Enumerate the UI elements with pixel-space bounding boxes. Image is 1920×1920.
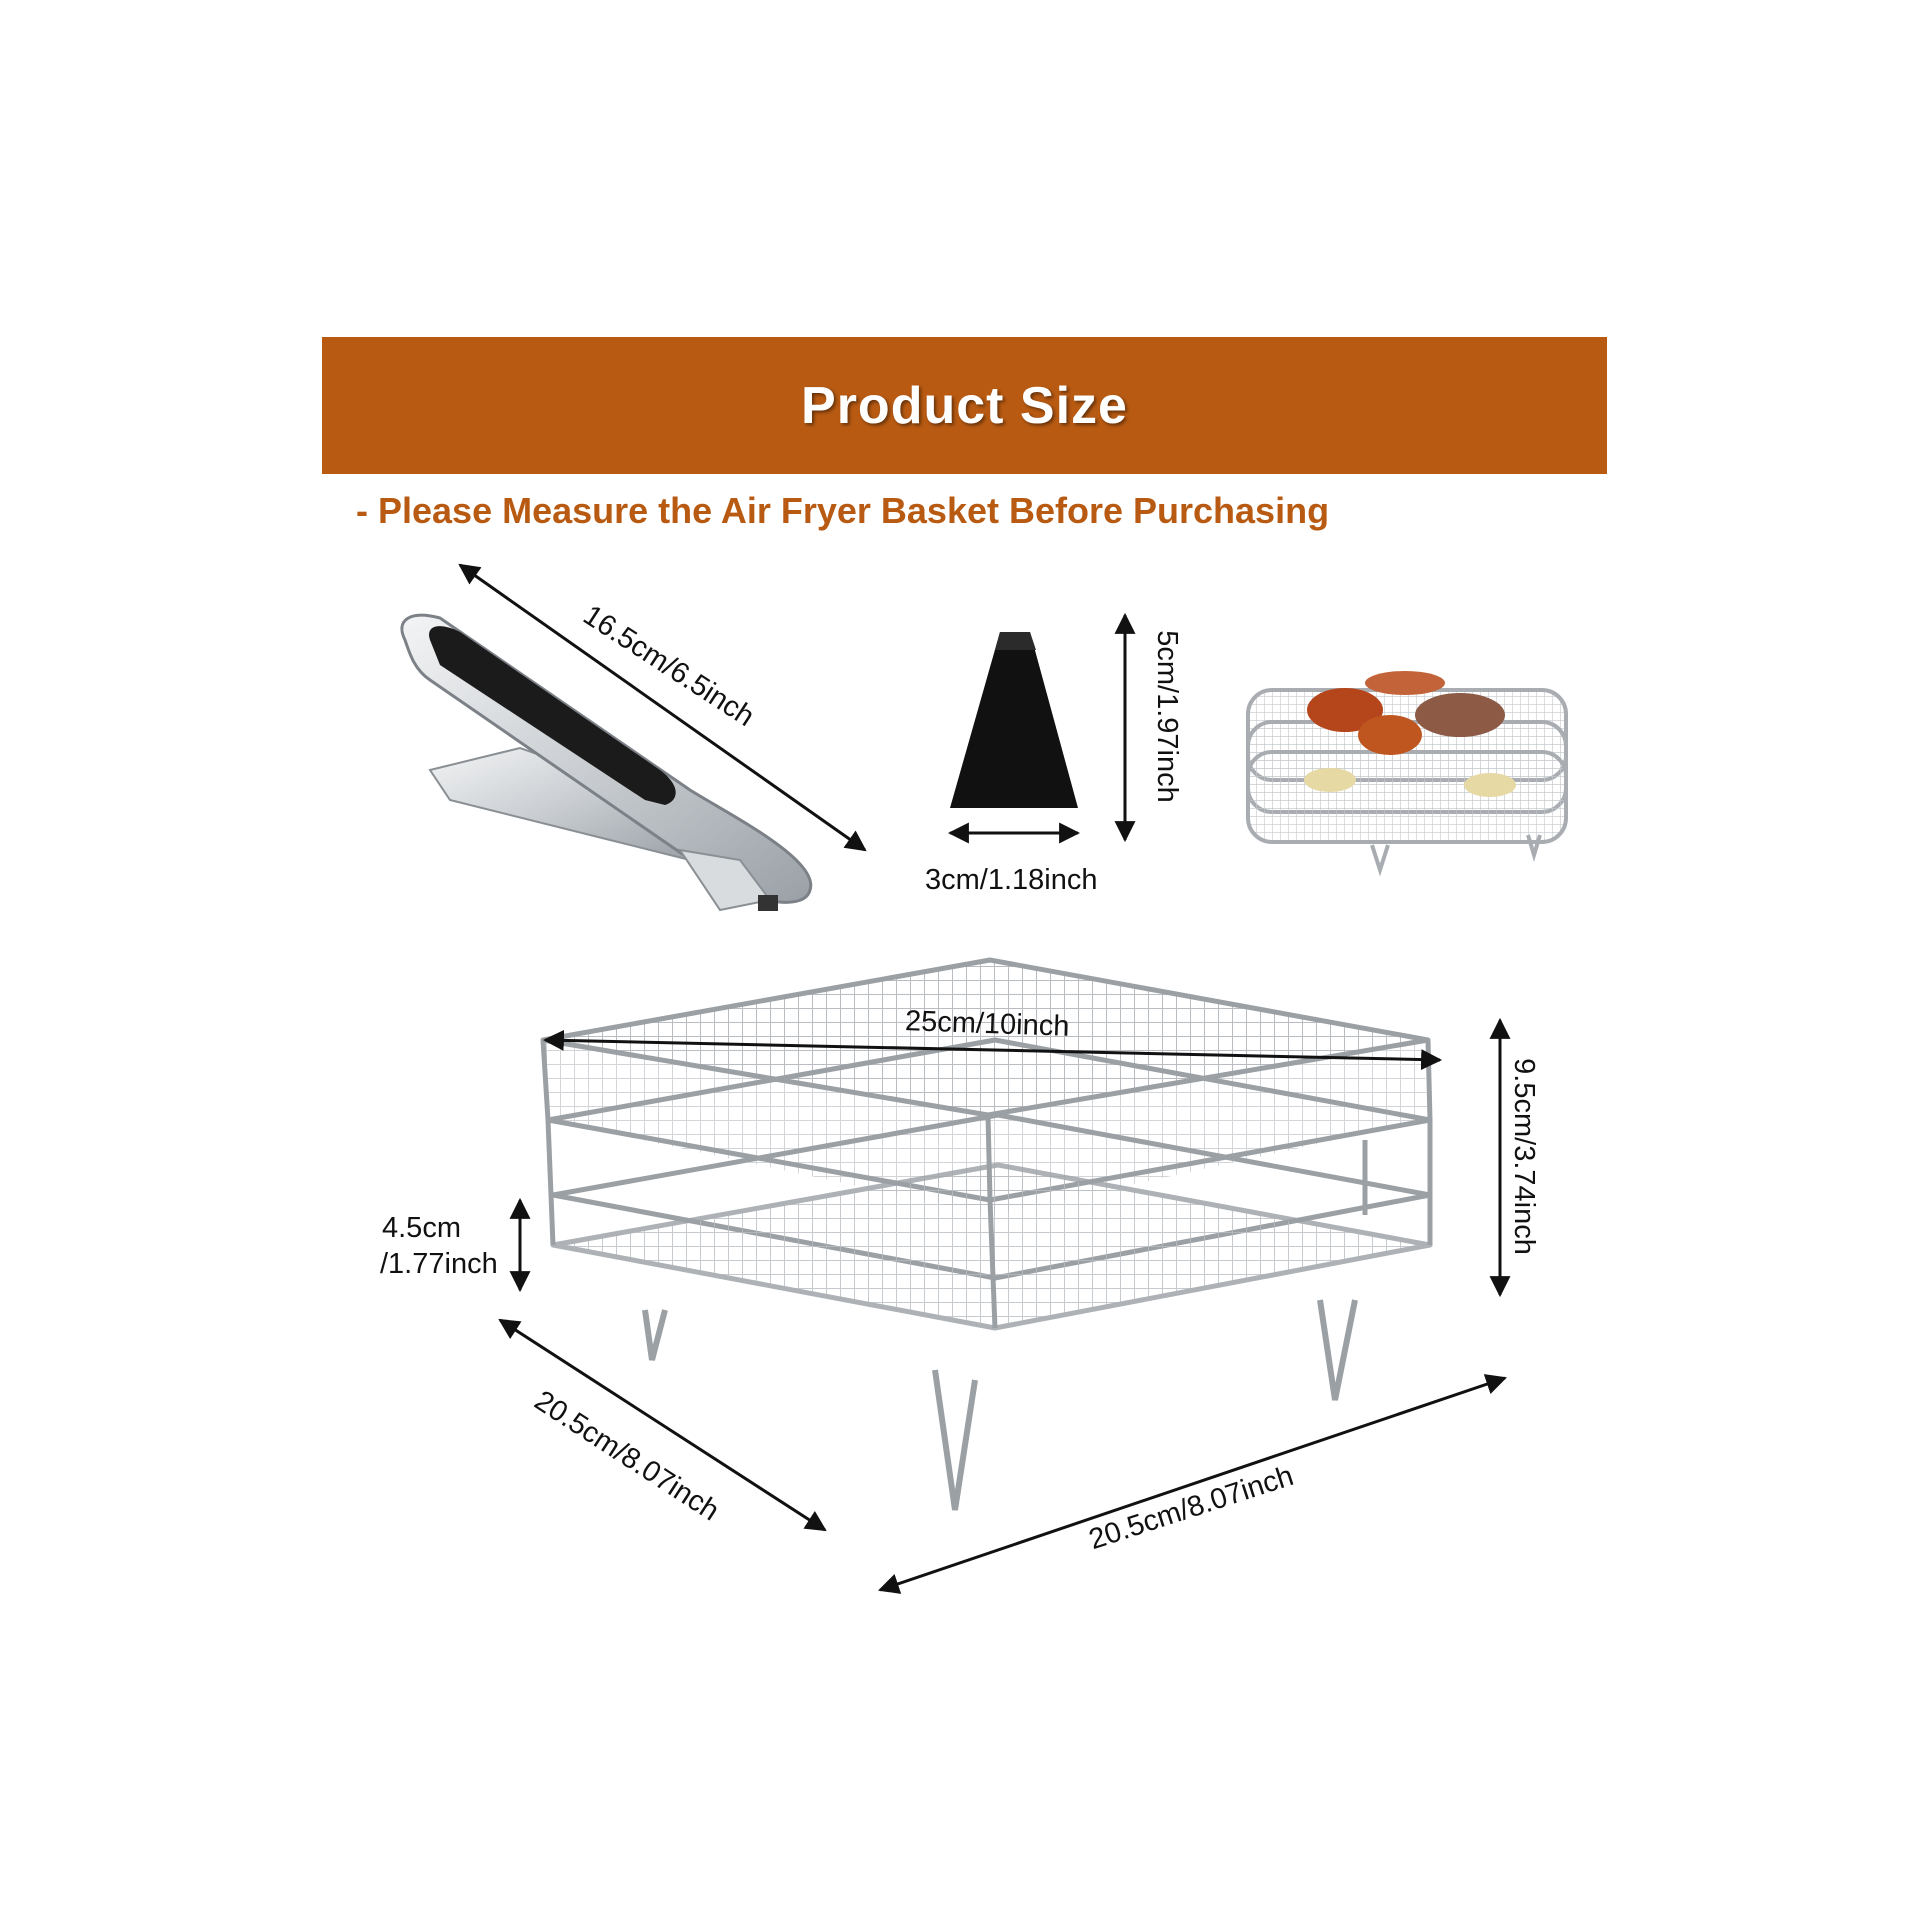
rack-diagonal-arrow [542, 1029, 1443, 1071]
subtitle: - Please Measure the Air Fryer Basket Be… [356, 490, 1330, 531]
title-banner: Product Size [322, 337, 1607, 474]
foot-width-label: 3cm/1.18inch [925, 864, 1098, 896]
rack-width-arrow [878, 1374, 1507, 1594]
foot-height-label: 5cm/1.97inch [1150, 630, 1183, 803]
rack-diagonal-label: 25cm/10inch [904, 1005, 1070, 1043]
layer-gap-label-line1: 4.5cm [382, 1212, 461, 1244]
handle-length-arrow [458, 563, 867, 852]
rack-depth-arrow [498, 1318, 827, 1532]
dimension-arrows [458, 563, 1511, 1594]
clip-handle [400, 613, 813, 912]
stack-height-label: 9.5cm/3.74inch [1507, 1058, 1540, 1255]
small-rack-stack [1246, 671, 1568, 877]
page-title: Product Size [801, 376, 1128, 435]
layer-gap-label-line2: /1.77inch [380, 1248, 498, 1280]
silicone-foot [950, 632, 1078, 808]
